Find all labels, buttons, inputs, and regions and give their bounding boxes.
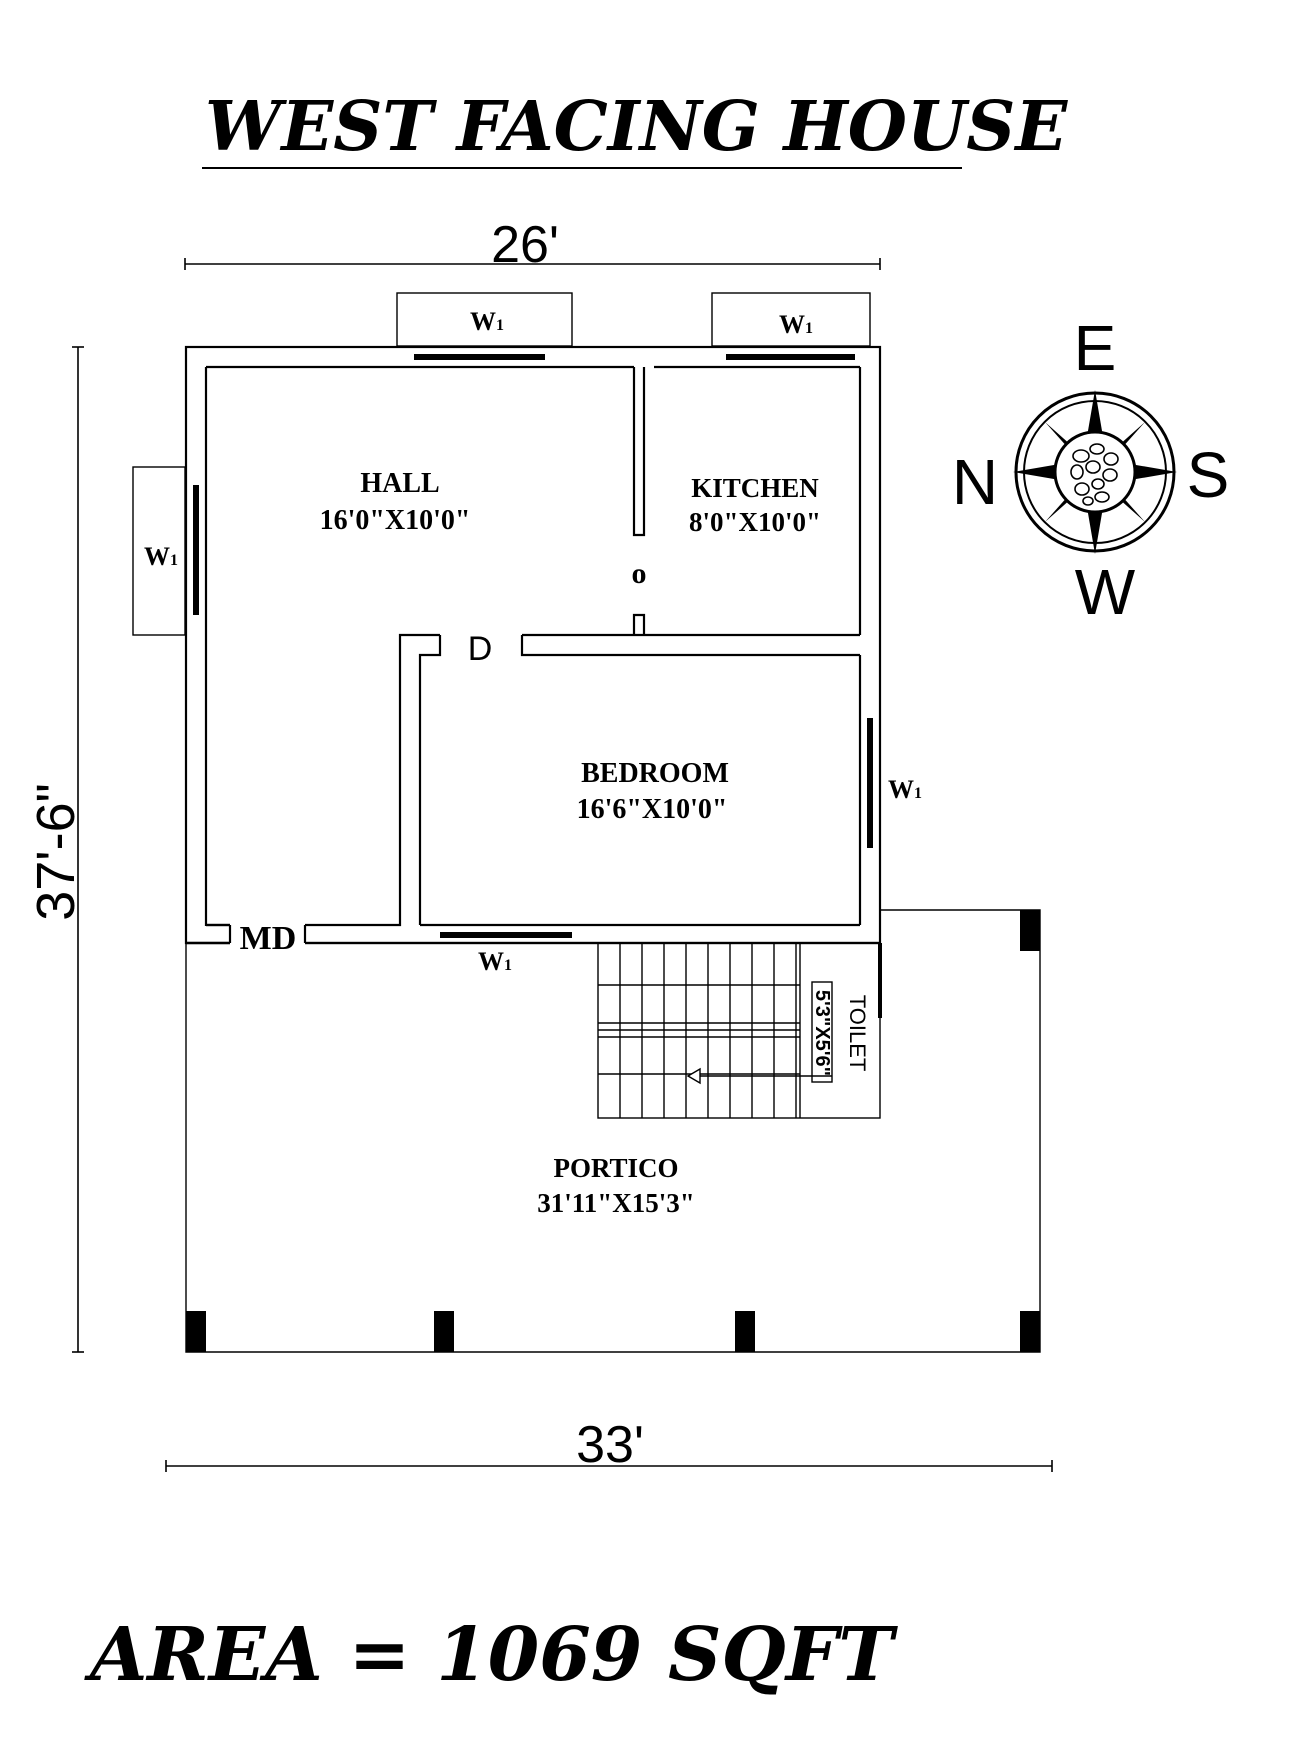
kitchen-size: 8'0"X10'0"	[689, 507, 821, 537]
door-label: D	[468, 630, 493, 668]
bottom-width-label: 33'	[576, 1416, 644, 1474]
bedroom-walls	[186, 655, 880, 945]
window-label-top-right: W1	[779, 310, 813, 339]
hall-name: HALL	[360, 468, 439, 499]
hall-size: 16'0"X10'0"	[320, 505, 471, 536]
bedroom-size: 16'6"X10'0"	[577, 794, 728, 825]
partition-bedroom-top	[206, 633, 860, 927]
windows	[193, 354, 873, 938]
staircase	[597, 942, 881, 1119]
svg-text:W1: W1	[144, 542, 178, 571]
svg-text:W1: W1	[470, 307, 504, 336]
opening-label: o	[632, 557, 647, 590]
kitchen-name: KITCHEN	[691, 473, 819, 503]
compass-east: E	[1074, 312, 1117, 384]
plan-title: WEST FACING HOUSE	[205, 87, 1068, 167]
window-label-left: W1	[144, 542, 178, 571]
svg-text:W1: W1	[888, 775, 922, 804]
window-label-right: W1	[888, 775, 922, 804]
bottom-dimension: 33'	[165, 1416, 1053, 1474]
compass-rose-icon	[1013, 390, 1177, 554]
compass-south: S	[1187, 439, 1230, 511]
partition-hall-kitchen	[632, 367, 646, 635]
area-label: AREA = 1069 SQFT	[84, 1612, 898, 1698]
main-door-label: MD	[240, 920, 297, 957]
top-width-label: 26'	[491, 216, 559, 274]
bedroom-name: BEDROOM	[581, 758, 729, 789]
portico-columns	[186, 910, 1040, 1352]
window-label-bottom: W1	[478, 947, 512, 976]
outer-walls	[184, 345, 882, 945]
left-dimension: 37'-6"	[26, 346, 86, 1353]
compass-west: W	[1075, 556, 1136, 628]
window-label-top-left: W1	[470, 307, 504, 336]
svg-text:W1: W1	[478, 947, 512, 976]
portico-outline	[185, 909, 1041, 1353]
toilet-box	[686, 981, 833, 1085]
top-dimension: 26'	[184, 216, 881, 274]
compass-north: N	[952, 446, 998, 518]
window-boxes	[132, 292, 871, 636]
toilet-size: 5'3"X5'6"	[811, 990, 833, 1076]
svg-text:W1: W1	[779, 310, 813, 339]
portico-size: 31'11"X15'3"	[537, 1188, 695, 1218]
left-depth-label: 37'-6"	[26, 783, 86, 921]
portico-name: PORTICO	[553, 1153, 678, 1183]
toilet-name: TOILET	[845, 995, 870, 1072]
